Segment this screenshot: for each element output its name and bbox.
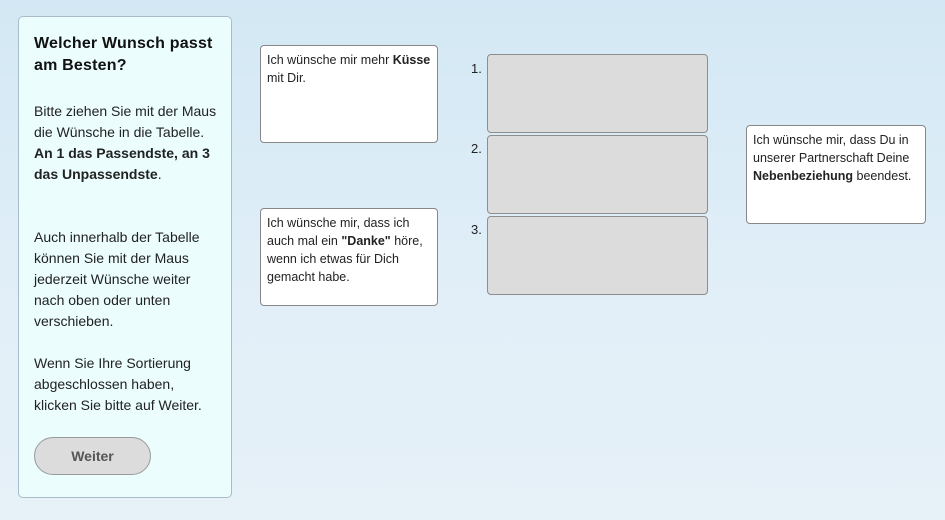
text-segment: höre, wenn ich etwas für Dich gemacht ha… [267, 234, 423, 284]
page-title: Welcher Wunsch passt am Besten? [34, 35, 213, 74]
text-segment: Auch innerhalb der Tabelle können Sie mi… [34, 229, 200, 329]
instructions-panel: Welcher Wunsch passt am Besten? Bitte zi… [18, 16, 232, 498]
instruction-paragraph: Wenn Sie Ihre Sortierung abgeschlossen h… [34, 353, 219, 416]
text-segment: mit Dir. [267, 71, 306, 85]
text-segment: Ich wünsche mir, dass Du in unserer Part… [753, 133, 910, 165]
emphasis-text: An 1 das Passendste, an 3 das Unpassends… [34, 145, 210, 182]
wish-card-side-relationship[interactable]: Ich wünsche mir, dass Du in unserer Part… [746, 125, 926, 224]
wish-card-thanks[interactable]: Ich wünsche mir, dass ich auch mal ein "… [260, 208, 438, 306]
emphasis-text: Küsse [392, 53, 431, 67]
text-segment: Ich wünsche mir mehr [267, 53, 393, 67]
rank-label: 1. [471, 61, 482, 76]
rank-label: 3. [471, 222, 482, 237]
text-segment: Ich wünsche mir, dass ich auch mal ein [267, 216, 410, 248]
emphasis-text: Nebenbeziehung [753, 169, 854, 183]
emphasis-text: "Danke" [341, 234, 391, 248]
instruction-paragraph: Bitte ziehen Sie mit der Maus die Wünsch… [34, 101, 219, 185]
rank-slot-3[interactable] [487, 216, 708, 295]
text-segment: Wenn Sie Ihre Sortierung abgeschlossen h… [34, 355, 202, 413]
rank-slot-2[interactable] [487, 135, 708, 214]
text-segment: beendest. [853, 169, 912, 183]
text-segment: Bitte ziehen Sie mit der Maus die Wünsch… [34, 103, 217, 140]
rank-label: 2. [471, 141, 482, 156]
next-button[interactable]: Weiter [34, 437, 151, 475]
instruction-paragraph: Auch innerhalb der Tabelle können Sie mi… [34, 227, 219, 332]
text-segment: . [157, 166, 162, 182]
rank-slot-1[interactable] [487, 54, 708, 133]
wish-card-kisses[interactable]: Ich wünsche mir mehr Küsse mit Dir. [260, 45, 438, 143]
